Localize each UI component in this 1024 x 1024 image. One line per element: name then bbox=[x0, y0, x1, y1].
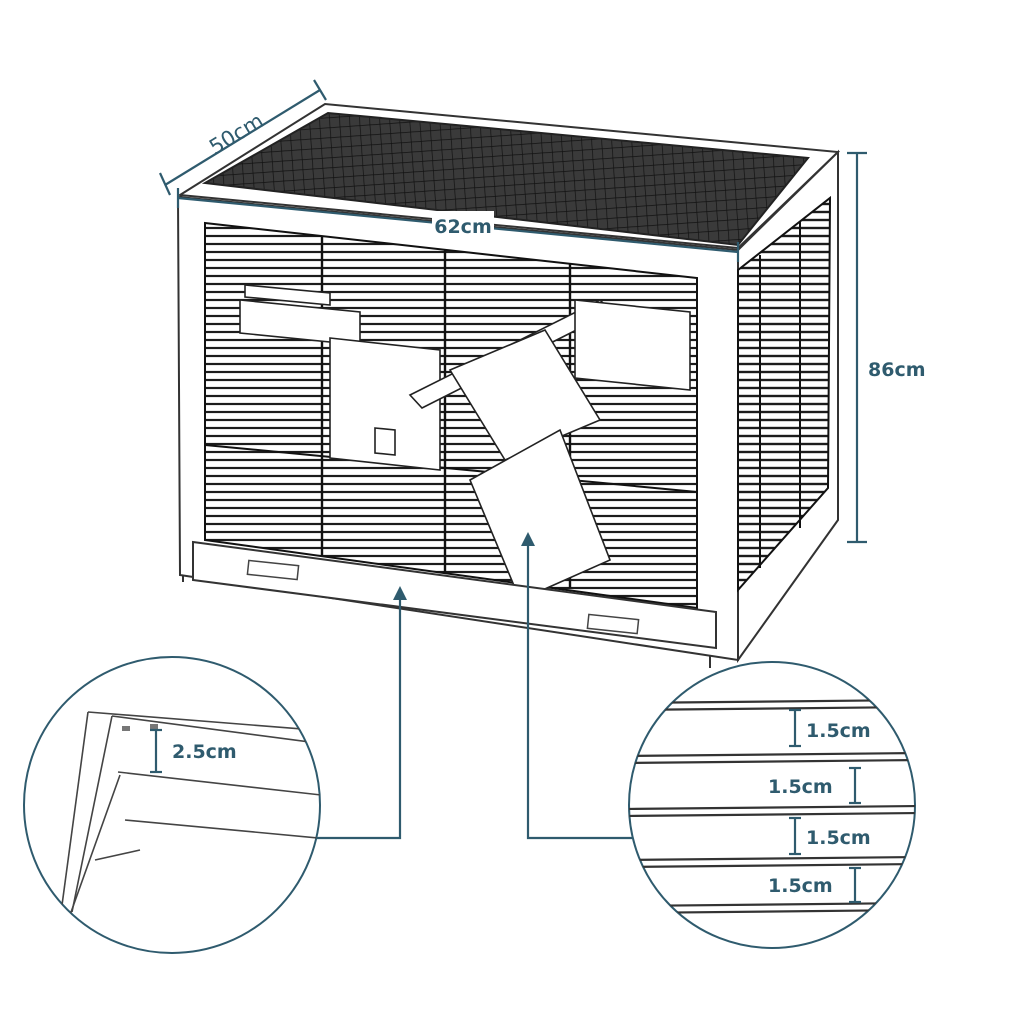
cage-top-mesh bbox=[201, 111, 810, 247]
callout-right-gap-3: 1.5cm bbox=[806, 827, 871, 849]
dimension-width-label: 62cm bbox=[434, 216, 492, 238]
leader-lines bbox=[308, 532, 632, 840]
callout-right-gap-4: 1.5cm bbox=[768, 875, 833, 897]
dimension-height-label: 86cm bbox=[868, 359, 926, 381]
cage-interior bbox=[239, 284, 691, 602]
callout-right: 1.5cm 1.5cm 1.5cm 1.5cm bbox=[628, 661, 916, 949]
callout-right-gap-1: 1.5cm bbox=[806, 720, 871, 742]
callout-left: 2.5cm bbox=[23, 656, 321, 954]
cage-front-mesh bbox=[204, 221, 698, 610]
callout-right-gap-2: 1.5cm bbox=[768, 776, 833, 798]
cage-illustration bbox=[176, 102, 841, 668]
callout-left-measurement: 2.5cm bbox=[172, 741, 237, 763]
cage-bottom-tray bbox=[192, 540, 717, 650]
